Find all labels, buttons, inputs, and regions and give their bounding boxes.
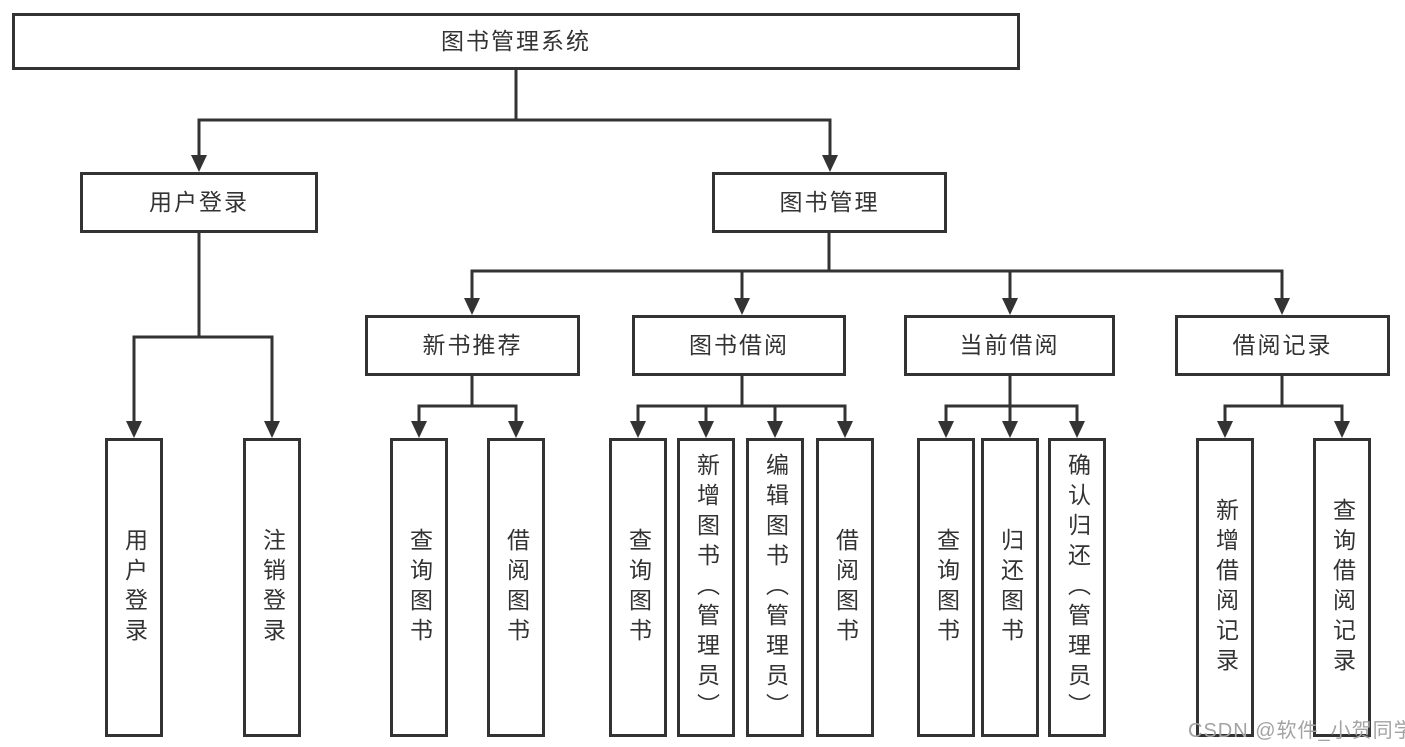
node-user-login: 用户登录 [80,172,318,233]
node-root-system: 图书管理系统 [12,13,1020,70]
connector-newbookrec-branch [417,374,518,425]
arrowhead [822,155,838,172]
connector-bookmgmt-branch [470,231,1284,302]
connector-bookborrow-branch [636,374,847,425]
connector-userlogin-branch [132,231,274,425]
arrowhead [767,421,783,438]
connector-root-to-level2 [197,68,832,159]
arrowhead [126,421,142,438]
leaf-borrow-query-book: 查询图书 [609,438,667,737]
leaf-query-borrow-record: 查询借阅记录 [1313,438,1371,737]
arrowhead [191,155,207,172]
leaf-recommend-borrow-book: 借阅图书 [487,438,545,737]
arrowhead [464,298,480,315]
arrowhead [1217,421,1233,438]
leaf-logout: 注销登录 [243,438,301,737]
arrowhead [264,421,280,438]
arrowhead [411,421,427,438]
leaf-confirm-return-admin: 确认归还（管理员） [1048,438,1106,737]
arrowhead [837,421,853,438]
leaf-recommend-query-book: 查询图书 [390,438,448,737]
leaf-borrow-book: 借阅图书 [816,438,874,737]
arrowhead [1002,298,1018,315]
leaf-add-borrow-record: 新增借阅记录 [1196,438,1254,737]
leaf-return-book: 归还图书 [981,438,1039,737]
node-new-book-recommend: 新书推荐 [365,315,580,376]
arrowhead [1069,421,1085,438]
arrowheads [126,155,1350,438]
arrowhead [698,421,714,438]
leaf-current-query-book: 查询图书 [917,438,975,737]
arrowhead [938,421,954,438]
arrowhead [734,298,750,315]
node-book-borrow: 图书借阅 [632,315,846,376]
node-book-management: 图书管理 [712,172,947,233]
arrowhead [508,421,524,438]
arrowhead [630,421,646,438]
leaf-user-login: 用户登录 [105,438,163,737]
arrowhead [1274,298,1290,315]
node-borrow-records: 借阅记录 [1175,315,1390,376]
connector-currentborrow-branch [944,374,1079,425]
node-current-borrow: 当前借阅 [904,315,1115,376]
leaf-edit-book-admin: 编辑图书（管理员） [746,438,804,737]
csdn-watermark: CSDN @软件_小贺同学 [1188,720,1405,742]
leaf-add-book-admin: 新增图书（管理员） [677,438,735,737]
connector-borrowrecords-branch [1223,374,1344,425]
arrowhead [1334,421,1350,438]
arrowhead [1002,421,1018,438]
